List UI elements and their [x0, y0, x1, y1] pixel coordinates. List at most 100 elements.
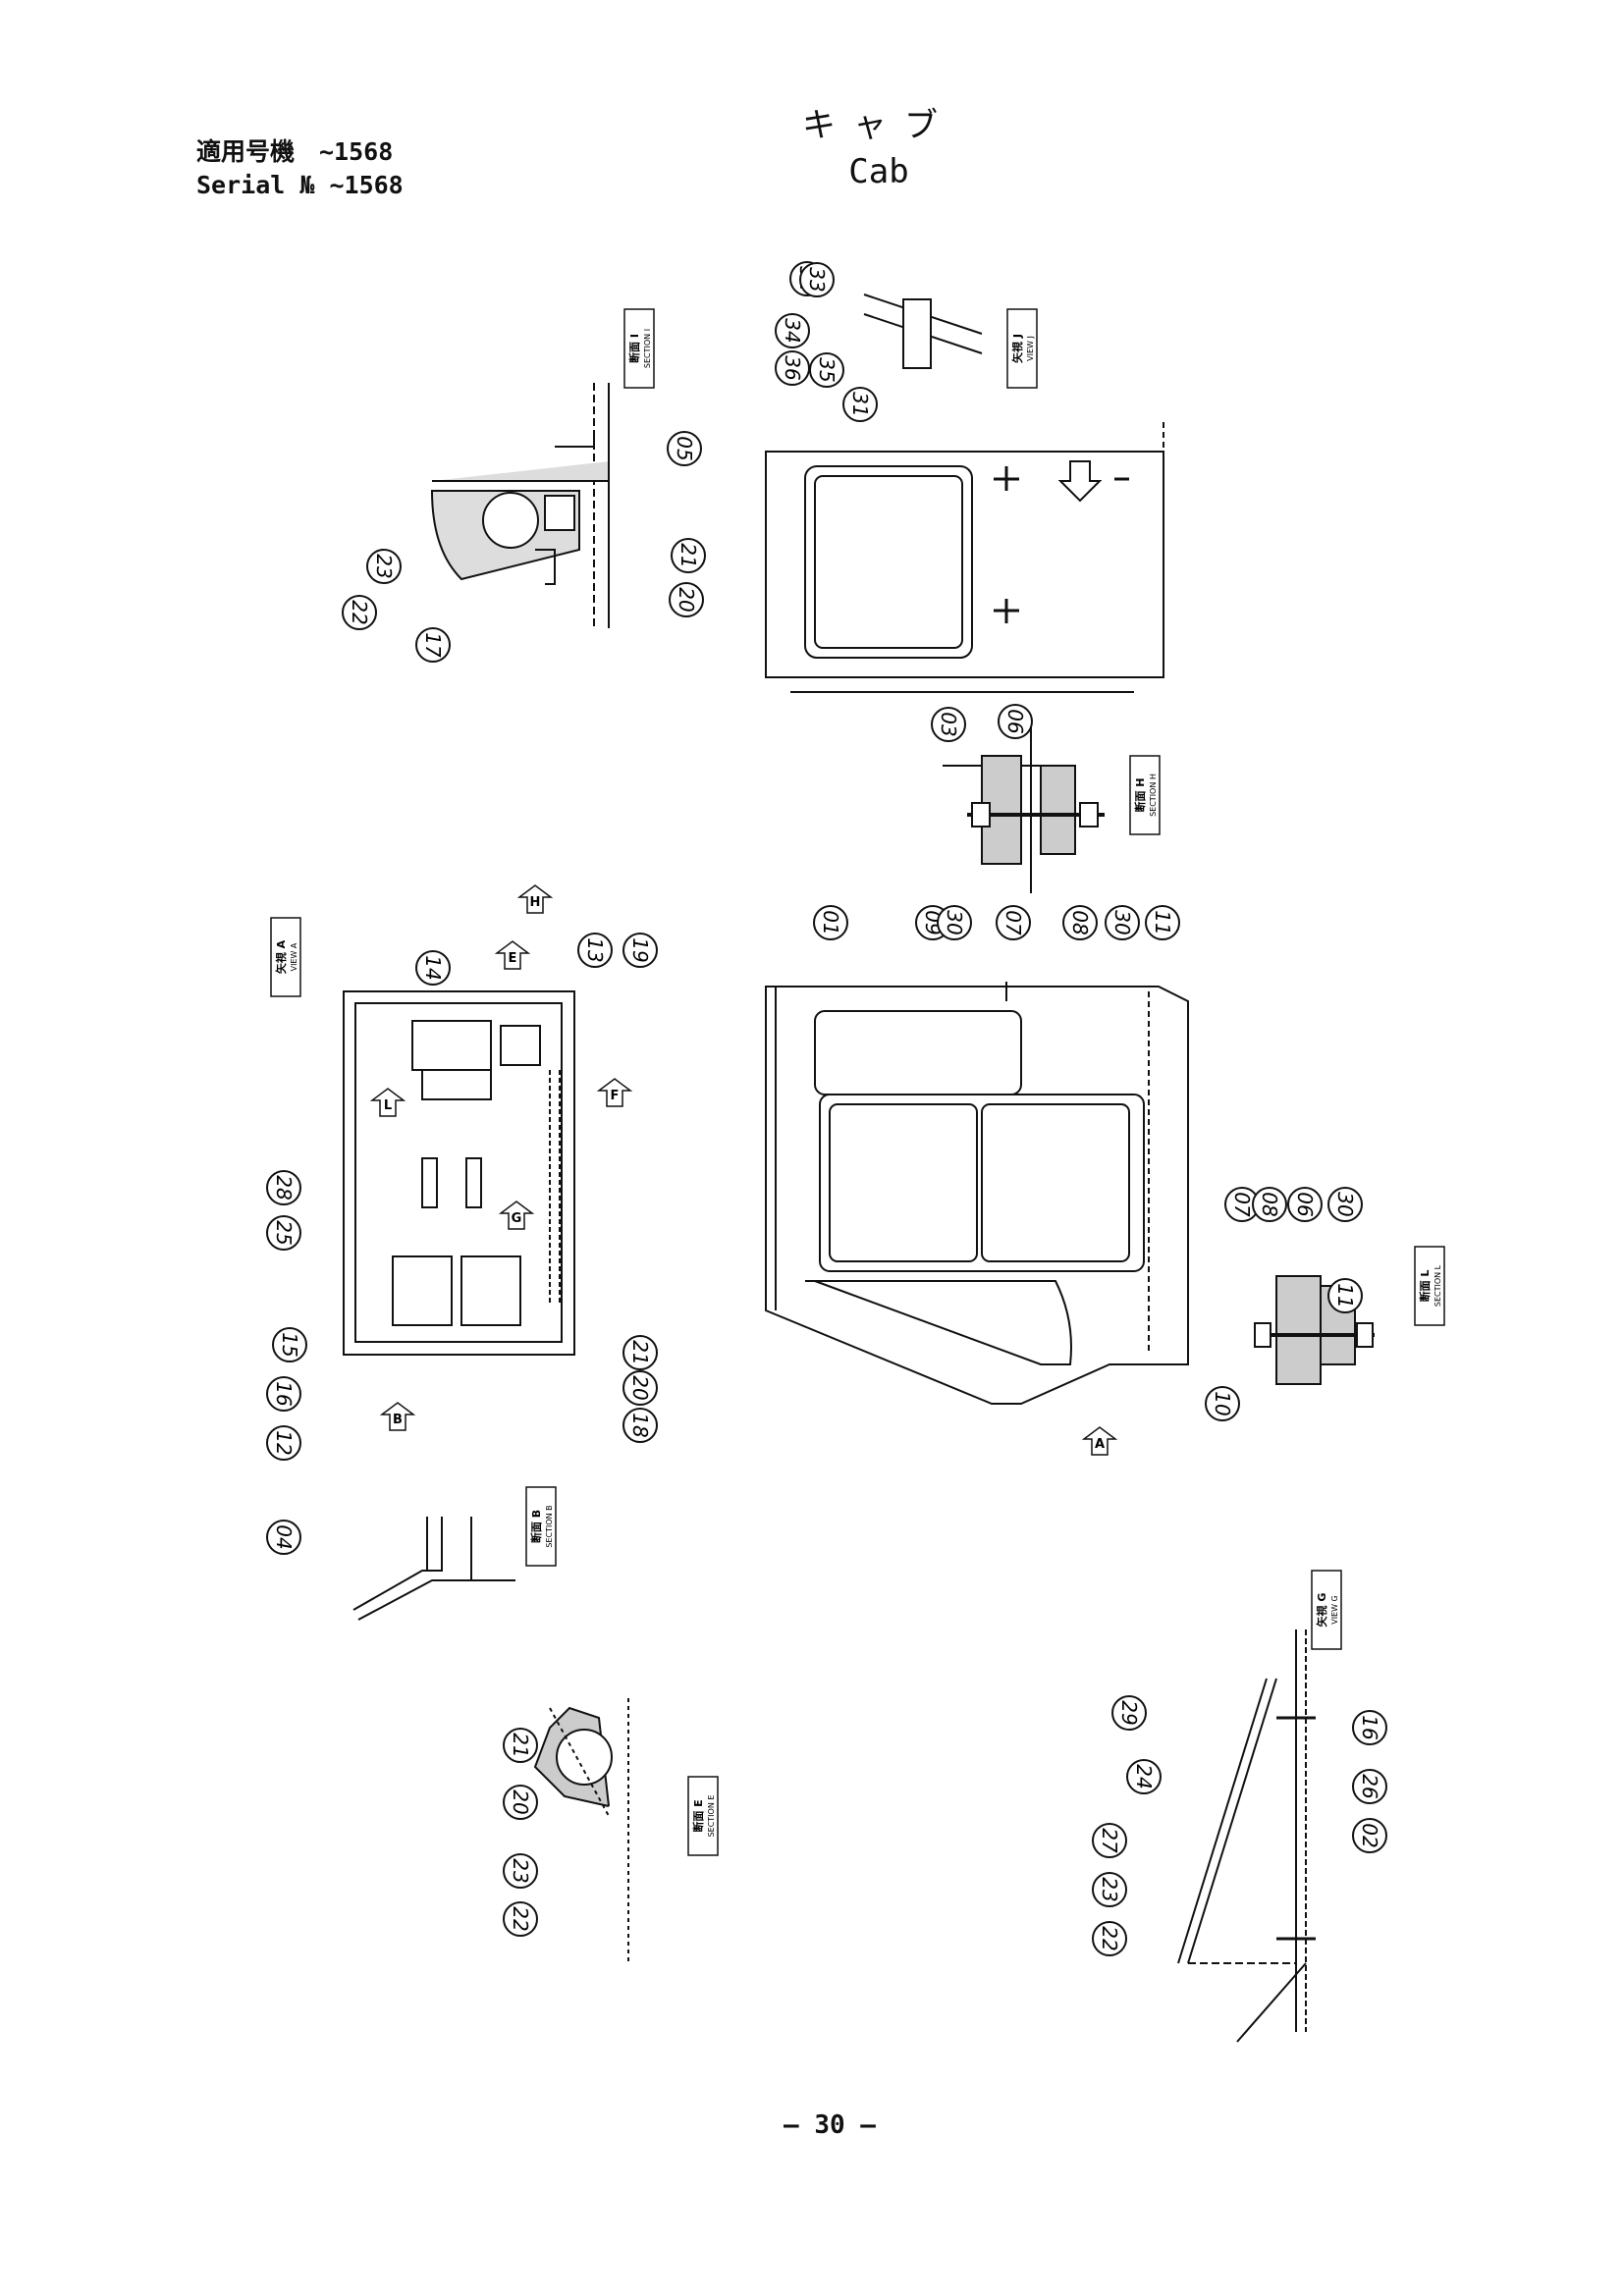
view-label-jp: 矢視 J [1010, 334, 1024, 363]
callout-circle [775, 313, 810, 348]
callout-33: 33 [799, 262, 835, 297]
callout-label: 27 [1098, 1828, 1121, 1853]
arrow-marker-e: E [494, 940, 531, 970]
callout-label: 23 [1098, 1877, 1121, 1901]
callout-12: 12 [266, 1425, 301, 1461]
callout-18: 18 [622, 1408, 658, 1443]
view-label-en: VIEW J [1026, 336, 1035, 361]
view-label-en: SECTION H [1149, 774, 1158, 817]
callout-circle [842, 387, 878, 422]
callout-11: 11 [1327, 1278, 1363, 1313]
callout-label: 14 [421, 955, 445, 980]
callout-label: 22 [1098, 1926, 1121, 1950]
callout-22: 22 [342, 595, 377, 630]
callout-circle [622, 1408, 658, 1443]
callout-circle [266, 1215, 301, 1251]
callout-circle [667, 431, 702, 466]
callout-label: 15 [278, 1332, 301, 1357]
callout-circle [266, 1170, 301, 1205]
callout-circle [1145, 905, 1180, 940]
callout-35: 35 [809, 352, 844, 388]
callout-circle [1327, 1278, 1363, 1313]
callout-label: 21 [676, 543, 700, 567]
callout-label: 18 [628, 1413, 652, 1437]
callout-circle [1092, 1921, 1127, 1956]
callout-30: 30 [1105, 905, 1140, 940]
arrow-marker-l: L [369, 1088, 406, 1117]
cab-side-view [765, 982, 1189, 1405]
callout-label: 07 [1230, 1192, 1254, 1217]
callout-06: 06 [998, 704, 1033, 739]
callout-14: 14 [415, 950, 451, 986]
callout-label: 26 [1358, 1774, 1381, 1798]
arrow-marker-label: G [512, 1211, 522, 1226]
view-a-detail [343, 990, 575, 1356]
callout-label: 30 [943, 910, 966, 934]
callout-circle [1352, 1710, 1387, 1745]
view-label-jp: 断面 E [691, 1799, 705, 1832]
callout-23: 23 [503, 1853, 538, 1889]
callout-circle [809, 352, 844, 388]
arrow-marker-f: F [596, 1078, 633, 1107]
callout-21: 21 [503, 1728, 538, 1763]
callout-circle [1327, 1187, 1363, 1222]
callout-circle [266, 1425, 301, 1461]
callout-label: 08 [1258, 1192, 1281, 1216]
callout-circle [622, 933, 658, 968]
view-label-jp: 断面 I [627, 334, 641, 363]
section-e-detail [533, 1698, 629, 1963]
view-label-en: SECTION L [1434, 1264, 1442, 1307]
callout-16: 16 [1352, 1710, 1387, 1745]
callout-label: 34 [781, 318, 804, 343]
title-en: Cab [848, 152, 909, 191]
arrow-marker-label: L [384, 1098, 392, 1113]
callout-label: 06 [1293, 1192, 1317, 1216]
callout-15: 15 [272, 1327, 307, 1362]
callout-label: 19 [628, 937, 652, 962]
callout-27: 27 [1092, 1823, 1127, 1858]
callout-label: 01 [819, 910, 842, 934]
callout-label: 22 [348, 600, 371, 624]
callout-20: 20 [622, 1370, 658, 1406]
callout-label: 11 [1333, 1283, 1357, 1308]
callout-label: 23 [509, 1858, 532, 1883]
callout-label: 08 [1068, 910, 1092, 934]
callout-30: 30 [937, 905, 972, 940]
callout-31: 31 [842, 387, 878, 422]
callout-circle [1205, 1386, 1240, 1421]
section-i-detail [430, 383, 610, 628]
view-label-en: VIEW G [1330, 1595, 1339, 1625]
callout-circle [931, 707, 966, 742]
callout-label: 33 [805, 267, 829, 292]
callout-21: 21 [671, 538, 706, 573]
callout-circle [577, 933, 613, 968]
callout-circle [503, 1901, 538, 1937]
callout-08: 08 [1062, 905, 1098, 940]
arrow-marker-label: B [393, 1413, 403, 1427]
callout-label: 30 [1110, 910, 1134, 934]
view-label-jp: 断面 B [529, 1510, 543, 1543]
callout-label: 35 [815, 357, 839, 382]
callout-label: 36 [781, 355, 804, 380]
serial-applicability: 適用号機 ~1568 Serial № ~1568 [196, 135, 404, 202]
callout-label: 10 [1211, 1391, 1234, 1415]
callout-circle [503, 1853, 538, 1889]
view-label-en: VIEW A [290, 942, 298, 971]
callout-34: 34 [775, 313, 810, 348]
arrow-marker-label: E [509, 951, 517, 966]
callout-label: 17 [421, 632, 445, 658]
callout-circle [266, 1376, 301, 1412]
callout-05: 05 [667, 431, 702, 466]
section-h-detail [943, 726, 1105, 893]
arrow-marker-h: H [516, 884, 554, 914]
arrow-marker-label: F [611, 1089, 620, 1103]
serial-jp: 適用号機 ~1568 [196, 137, 394, 166]
callout-label: 16 [1358, 1715, 1381, 1739]
